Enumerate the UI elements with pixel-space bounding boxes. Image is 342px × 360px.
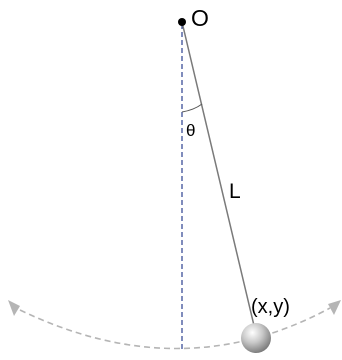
angle-arc bbox=[181, 103, 203, 113]
pendulum-bob-icon bbox=[241, 323, 271, 353]
angle-label: θ bbox=[186, 121, 195, 140]
swing-arrow-right-icon bbox=[328, 300, 341, 315]
pivot-dot-icon bbox=[178, 18, 186, 26]
pivot-label: O bbox=[191, 5, 209, 31]
swing-path-arc bbox=[19, 307, 331, 350]
length-label: L bbox=[229, 180, 241, 203]
bob-label: (x,y) bbox=[251, 296, 290, 318]
swing-arrow-left-icon bbox=[8, 300, 20, 316]
pendulum-rod bbox=[181, 21, 257, 335]
